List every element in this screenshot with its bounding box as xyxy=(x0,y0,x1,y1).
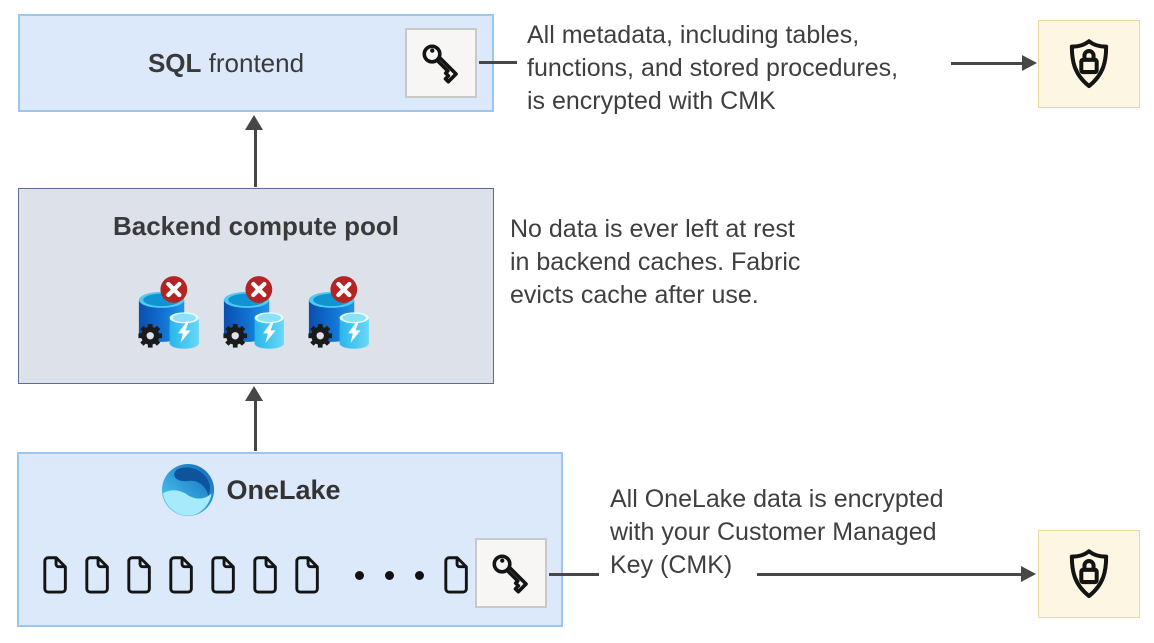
onelake-header: OneLake xyxy=(19,463,561,517)
backend-cache-node-icon xyxy=(137,275,205,355)
onelake-logo xyxy=(161,463,215,517)
onelake-cmk-key-chip xyxy=(475,538,547,608)
connector-onelakekey-to-note xyxy=(549,573,599,576)
arrow-onelake-to-backend-line xyxy=(254,400,257,451)
connector-note-to-shield-head xyxy=(1022,55,1037,71)
data-file-icon xyxy=(291,555,322,595)
key-icon xyxy=(488,550,534,596)
note-line: with your Customer Managed xyxy=(610,518,937,546)
connector-sqlkey-to-note xyxy=(479,61,517,64)
backend-pool-title: Backend compute pool xyxy=(112,211,400,241)
sql-frontend-box: SQL frontend xyxy=(18,14,494,112)
cache-eviction-note: No data is ever left at rest in backend … xyxy=(510,213,800,312)
note-line: evicts cache after use. xyxy=(510,281,759,309)
backend-compute-pool-box: Backend compute pool xyxy=(18,188,494,384)
data-file-icon xyxy=(440,555,471,595)
note-line: All OneLake data is encrypted xyxy=(610,485,944,513)
metadata-shield-badge xyxy=(1038,20,1140,108)
key-icon xyxy=(418,40,464,86)
shield-lock-icon xyxy=(1061,545,1117,603)
connector-onelakenote-to-shield-head xyxy=(1021,566,1036,582)
note-line: functions, and stored procedures, xyxy=(527,54,899,82)
onelake-shield-badge xyxy=(1038,530,1140,618)
sql-cmk-key-chip xyxy=(405,28,477,98)
data-file-icon xyxy=(249,555,280,595)
more-files-ellipsis xyxy=(355,570,424,580)
backend-cache-node-icon xyxy=(307,275,375,355)
ellipsis-dot xyxy=(355,570,364,580)
connector-note-to-shield-line xyxy=(951,62,1022,65)
ellipsis-dot xyxy=(415,570,424,580)
note-line: All metadata, including tables, xyxy=(527,21,860,49)
arrow-backend-to-sql-line xyxy=(254,129,257,187)
note-line: in backend caches. Fabric xyxy=(510,248,801,276)
onelake-title: OneLake xyxy=(226,474,341,505)
data-file-icon xyxy=(165,555,196,595)
onelake-encryption-note: All OneLake data is encrypted with your … xyxy=(610,483,944,582)
onelake-box: OneLake xyxy=(17,452,563,627)
data-file-icon xyxy=(81,555,112,595)
backend-cache-node-icon xyxy=(222,275,290,355)
sql-label: SQL xyxy=(147,47,202,78)
note-line: is encrypted with CMK xyxy=(527,87,776,115)
connector-onelakenote-to-shield-line xyxy=(757,573,1021,576)
note-line: Key (CMK) xyxy=(610,551,733,579)
ellipsis-dot xyxy=(385,570,394,580)
frontend-label: frontend xyxy=(208,47,305,78)
cache-node-row xyxy=(19,275,493,355)
note-line: No data is ever left at rest xyxy=(510,215,795,243)
sql-frontend-title: SQL frontend xyxy=(148,48,304,79)
data-file-icon xyxy=(123,555,154,595)
data-files-row xyxy=(39,553,471,597)
arrow-backend-to-sql-head xyxy=(245,115,263,130)
data-file-icon xyxy=(207,555,238,595)
shield-lock-icon xyxy=(1061,35,1117,93)
metadata-encryption-note: All metadata, including tables, function… xyxy=(527,19,898,118)
arrow-onelake-to-backend-head xyxy=(245,386,263,401)
data-file-icon xyxy=(39,555,70,595)
